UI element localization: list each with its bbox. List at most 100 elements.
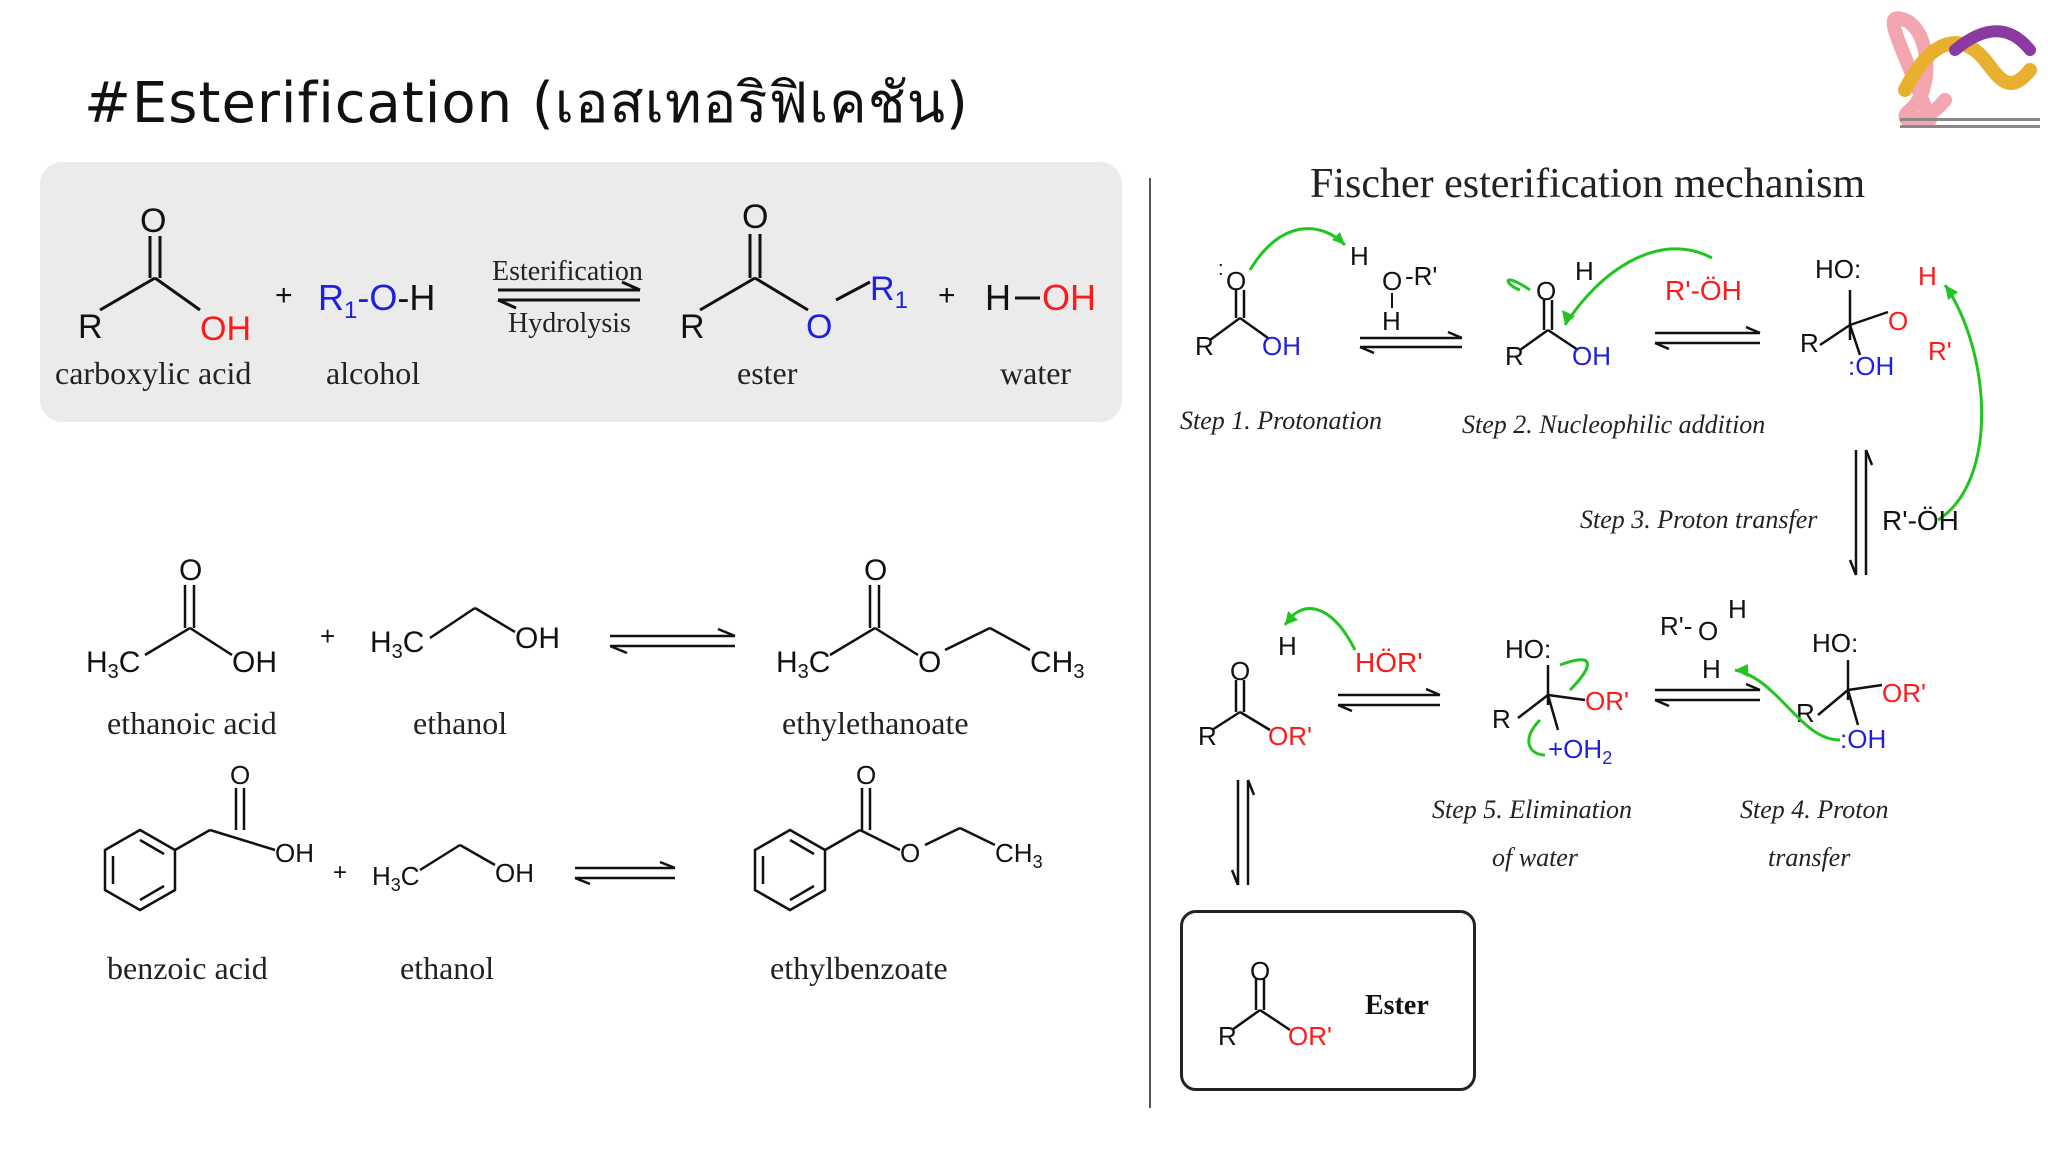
svg-text:O: O [1888,306,1908,336]
svg-text:R'-: R'- [1660,611,1692,641]
mech-arrow-3 [1848,449,1874,576]
step4-label-line1: Step 4. Proton [1740,795,1889,824]
vertical-divider [1149,178,1151,1108]
svg-text::: : [1218,258,1224,280]
water-h: H [985,277,1011,318]
svg-text:OH: OH [232,646,277,679]
svg-text:O: O [1382,266,1402,296]
ester-box-label: Ester [1365,990,1429,1021]
svg-text:R: R [1492,704,1511,734]
svg-text:O: O [1226,266,1246,296]
alcohol-label: alcohol [326,355,421,391]
ester-o: O [742,198,768,236]
mechanism-title: Fischer esterification mechanism [1310,161,1866,207]
svg-text:+OH2: +OH2 [1548,734,1612,768]
reagent-r-oh-1: R'-ÖH [1665,275,1742,306]
svg-text:O: O [1250,956,1270,986]
water-label: water [1000,355,1072,391]
svg-text:H: H [1278,631,1297,661]
ester-o2: O [806,308,832,346]
ester-product-box [1180,910,1476,1091]
svg-text:O: O [230,760,250,790]
svg-text:OH: OH [1572,341,1611,371]
ethanol-structure-2 [419,843,496,872]
svg-text:R: R [1195,331,1214,361]
ester-structure [699,234,871,312]
ethylethanoate-structure [829,585,1031,657]
equilibrium-arrow-ex1 [609,627,736,655]
svg-text:H: H [1350,241,1369,271]
step3-label: Step 3. Proton transfer [1580,505,1818,534]
page-title: #Esterification (เอสเทอริฟิเคชัน) [84,71,969,136]
example2-alcohol-label: ethanol [400,950,495,986]
svg-text:OR': OR' [1268,721,1312,751]
reagent-r-oh-2: R'-ÖH [1882,505,1959,536]
plus-sign-1: + [275,279,293,312]
step5-label-line1: Step 5. Elimination [1432,795,1633,824]
reagent-hor: HÖR' [1355,647,1423,678]
svg-text:HO:: HO: [1505,634,1551,664]
svg-text:OH: OH [275,838,314,868]
svg-text::OH: :OH [1840,724,1886,754]
water-oh: OH [1042,277,1096,318]
example2-product-label: ethylbenzoate [770,950,948,986]
reverse-label: Hydrolysis [508,308,631,339]
mech-arrow-2 [1654,325,1761,351]
svg-text:H: H [1575,256,1594,286]
svg-text:OR': OR' [1882,678,1926,708]
svg-text:OR': OR' [1585,686,1629,716]
equilibrium-arrow-main [497,280,641,310]
svg-text:O: O [179,554,202,587]
svg-text:R: R [1505,341,1524,371]
svg-text:R: R [1800,328,1819,358]
example1-alcohol-label: ethanol [413,705,508,741]
example2-acid-label: benzoic acid [107,950,268,986]
svg-text:O: O [856,760,876,790]
step1-label: Step 1. Protonation [1180,406,1382,435]
svg-text:H: H [1702,654,1721,684]
carboxylic-acid-structure [99,236,201,312]
svg-text:O: O [1536,276,1556,306]
svg-text:H: H [1382,306,1401,336]
mech-arrow-6 [1230,779,1256,886]
svg-text:HO:: HO: [1812,628,1858,658]
svg-text:+: + [333,859,347,886]
step2-label: Step 2. Nucleophilic addition [1462,410,1766,439]
svg-text:O: O [864,554,887,587]
example1-product-label: ethylethanoate [782,705,969,741]
ester-r: R [680,308,705,346]
svg-text:H: H [1918,261,1937,291]
svg-text:OH: OH [495,858,534,888]
step5-label-line2: of water [1492,843,1578,872]
benzoic-acid-structure [103,788,276,912]
acid-oh: OH [200,310,251,348]
svg-text:O: O [1230,656,1250,686]
plus-sign-2: + [938,279,956,312]
svg-text:OR': OR' [1288,1021,1332,1051]
general-reaction-panel [40,162,1122,422]
mech-arrow-5 [1337,687,1441,713]
ethanol-structure-1 [429,606,516,640]
svg-text:O: O [1698,616,1718,646]
mech-arrow-1 [1359,330,1463,355]
svg-text:R': R' [1928,336,1952,366]
ester-label: ester [737,355,798,391]
equilibrium-arrow-ex2 [574,860,676,886]
step4-label-line2: transfer [1768,843,1851,872]
svg-text:O: O [900,838,920,868]
svg-text:R: R [1218,1021,1237,1051]
svg-text:-R': -R' [1405,261,1437,291]
carboxylic-acid-label: carboxylic acid [55,355,252,391]
ethanoic-acid-structure [144,585,233,657]
acid-r: R [78,308,103,346]
example1-acid-label: ethanoic acid [107,705,277,741]
svg-text:H3C: H3C [86,646,140,683]
ester-r1: R1 [870,270,908,314]
ethylbenzoate-structure [753,788,996,912]
svg-text:HO:: HO: [1815,254,1861,284]
svg-text:OH: OH [1262,331,1301,361]
svg-text:H: H [1728,594,1747,624]
svg-text:R: R [1198,721,1217,751]
